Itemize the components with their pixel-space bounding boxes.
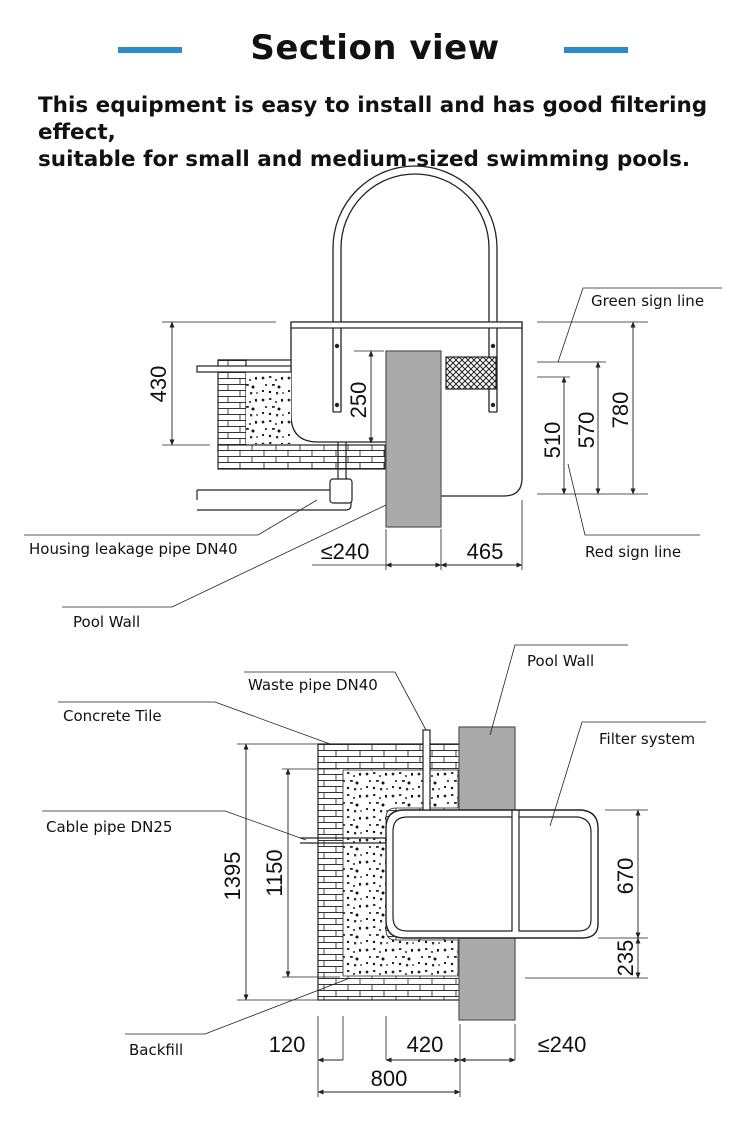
label-housing-leakage-pipe: Housing leakage pipe DN40 [29,540,238,558]
page-title: Section view [250,28,500,68]
ladder-handle [332,165,498,412]
dim-510: 510 [540,422,565,459]
top-section-drawing [24,165,722,608]
dim-780: 780 [608,392,633,429]
dim-235: 235 [613,940,638,977]
label-cable-pipe: Cable pipe DN25 [46,818,172,836]
intro-text: This equipment is easy to install and ha… [38,92,738,173]
skimmer-housing [290,321,523,497]
dim-800: 800 [371,1066,408,1091]
title-accent-right [564,47,628,53]
title-accent-left [118,47,182,53]
dim-465: 465 [467,539,504,564]
title-area: Section view [0,28,750,72]
dim-670: 670 [613,858,638,895]
label-green-sign-line: Green sign line [591,292,704,310]
dim-1150: 1150 [262,849,287,896]
intro-line-1: This equipment is easy to install and ha… [38,93,708,145]
intro-line-2: suitable for small and medium-sized swim… [38,147,691,172]
backfill-top [246,368,291,444]
label-pool-wall-bottom: Pool Wall [527,652,594,670]
bottom-section-drawing [42,644,706,1097]
backfill-bottom [342,769,459,977]
waste-pipe [422,729,431,811]
dim-250: 250 [346,382,371,419]
dim-1395: 1395 [220,852,245,901]
label-pool-wall-top: Pool Wall [73,613,140,631]
skimmer-grille [445,356,497,390]
label-waste-pipe: Waste pipe DN40 [248,676,378,694]
dim-240-bottom: ≤240 [538,1032,587,1057]
label-red-sign-line: Red sign line [585,543,681,561]
label-backfill: Backfill [129,1041,183,1059]
dim-420: 420 [407,1032,444,1057]
dim-430: 430 [146,366,171,403]
pool-wall-top [385,350,442,528]
label-concrete-tile: Concrete Tile [63,707,162,725]
brick-wall-top [217,359,247,451]
dim-570: 570 [574,412,599,449]
label-filter-system: Filter system [599,730,695,748]
dim-240-top: ≤240 [321,539,370,564]
dim-120: 120 [269,1032,306,1057]
